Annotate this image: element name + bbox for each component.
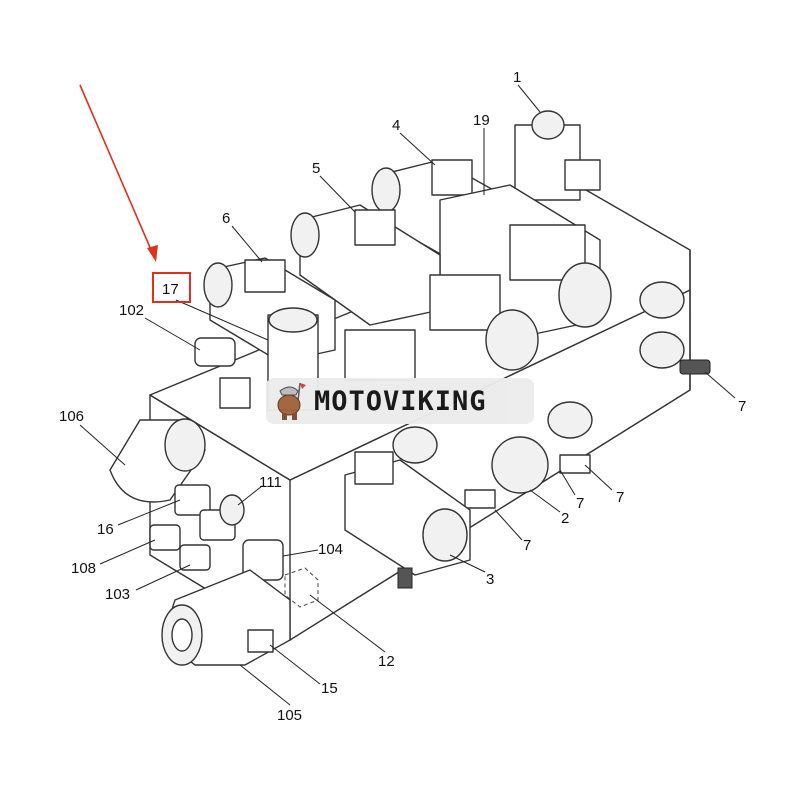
plugs-16-108-103-111 [149, 484, 245, 571]
solenoid-valve-1 [514, 110, 601, 201]
highlight-arrow [79, 84, 191, 303]
pressure-switches [392, 281, 711, 509]
leader-lines [79, 84, 736, 706]
fitting-102 [194, 337, 251, 409]
callout-5: 5 [312, 160, 320, 177]
elbow-fitting-106 [109, 418, 206, 503]
callout-6: 6 [222, 210, 230, 227]
callout-labels: 1 4 19 5 6 17 102 106 111 16 108 103 104… [59, 69, 746, 724]
callout-104: 104 [318, 541, 343, 558]
callout-12: 12 [378, 653, 395, 670]
elbow-fitting-105 [161, 569, 291, 666]
callout-102: 102 [119, 302, 144, 319]
callout-16: 16 [97, 521, 114, 538]
callout-111: 111 [259, 474, 282, 491]
callout-17: 17 [162, 281, 179, 298]
callout-2: 2 [561, 510, 569, 527]
callout-106: 106 [59, 408, 84, 425]
watermark-logo: MOTOVIKING [266, 378, 534, 424]
callout-1: 1 [513, 69, 521, 86]
viking-mascot-icon [277, 382, 306, 420]
callout-4: 4 [392, 117, 400, 134]
callout-7: 7 [576, 495, 584, 512]
callout-108: 108 [71, 560, 96, 577]
solenoid-valve-5 [290, 204, 539, 371]
callout-7: 7 [616, 489, 624, 506]
solenoid-valve-3 [344, 436, 549, 576]
highlight-box [152, 272, 191, 303]
callout-105: 105 [277, 707, 302, 724]
watermark-text: MOTOVIKING [314, 385, 487, 417]
callout-7: 7 [523, 537, 531, 554]
callout-103: 103 [105, 586, 130, 603]
callout-15: 15 [321, 680, 338, 697]
callout-7: 7 [738, 398, 746, 415]
callout-3: 3 [486, 571, 494, 588]
port-12-hidden [284, 567, 413, 608]
callout-19: 19 [473, 112, 490, 129]
